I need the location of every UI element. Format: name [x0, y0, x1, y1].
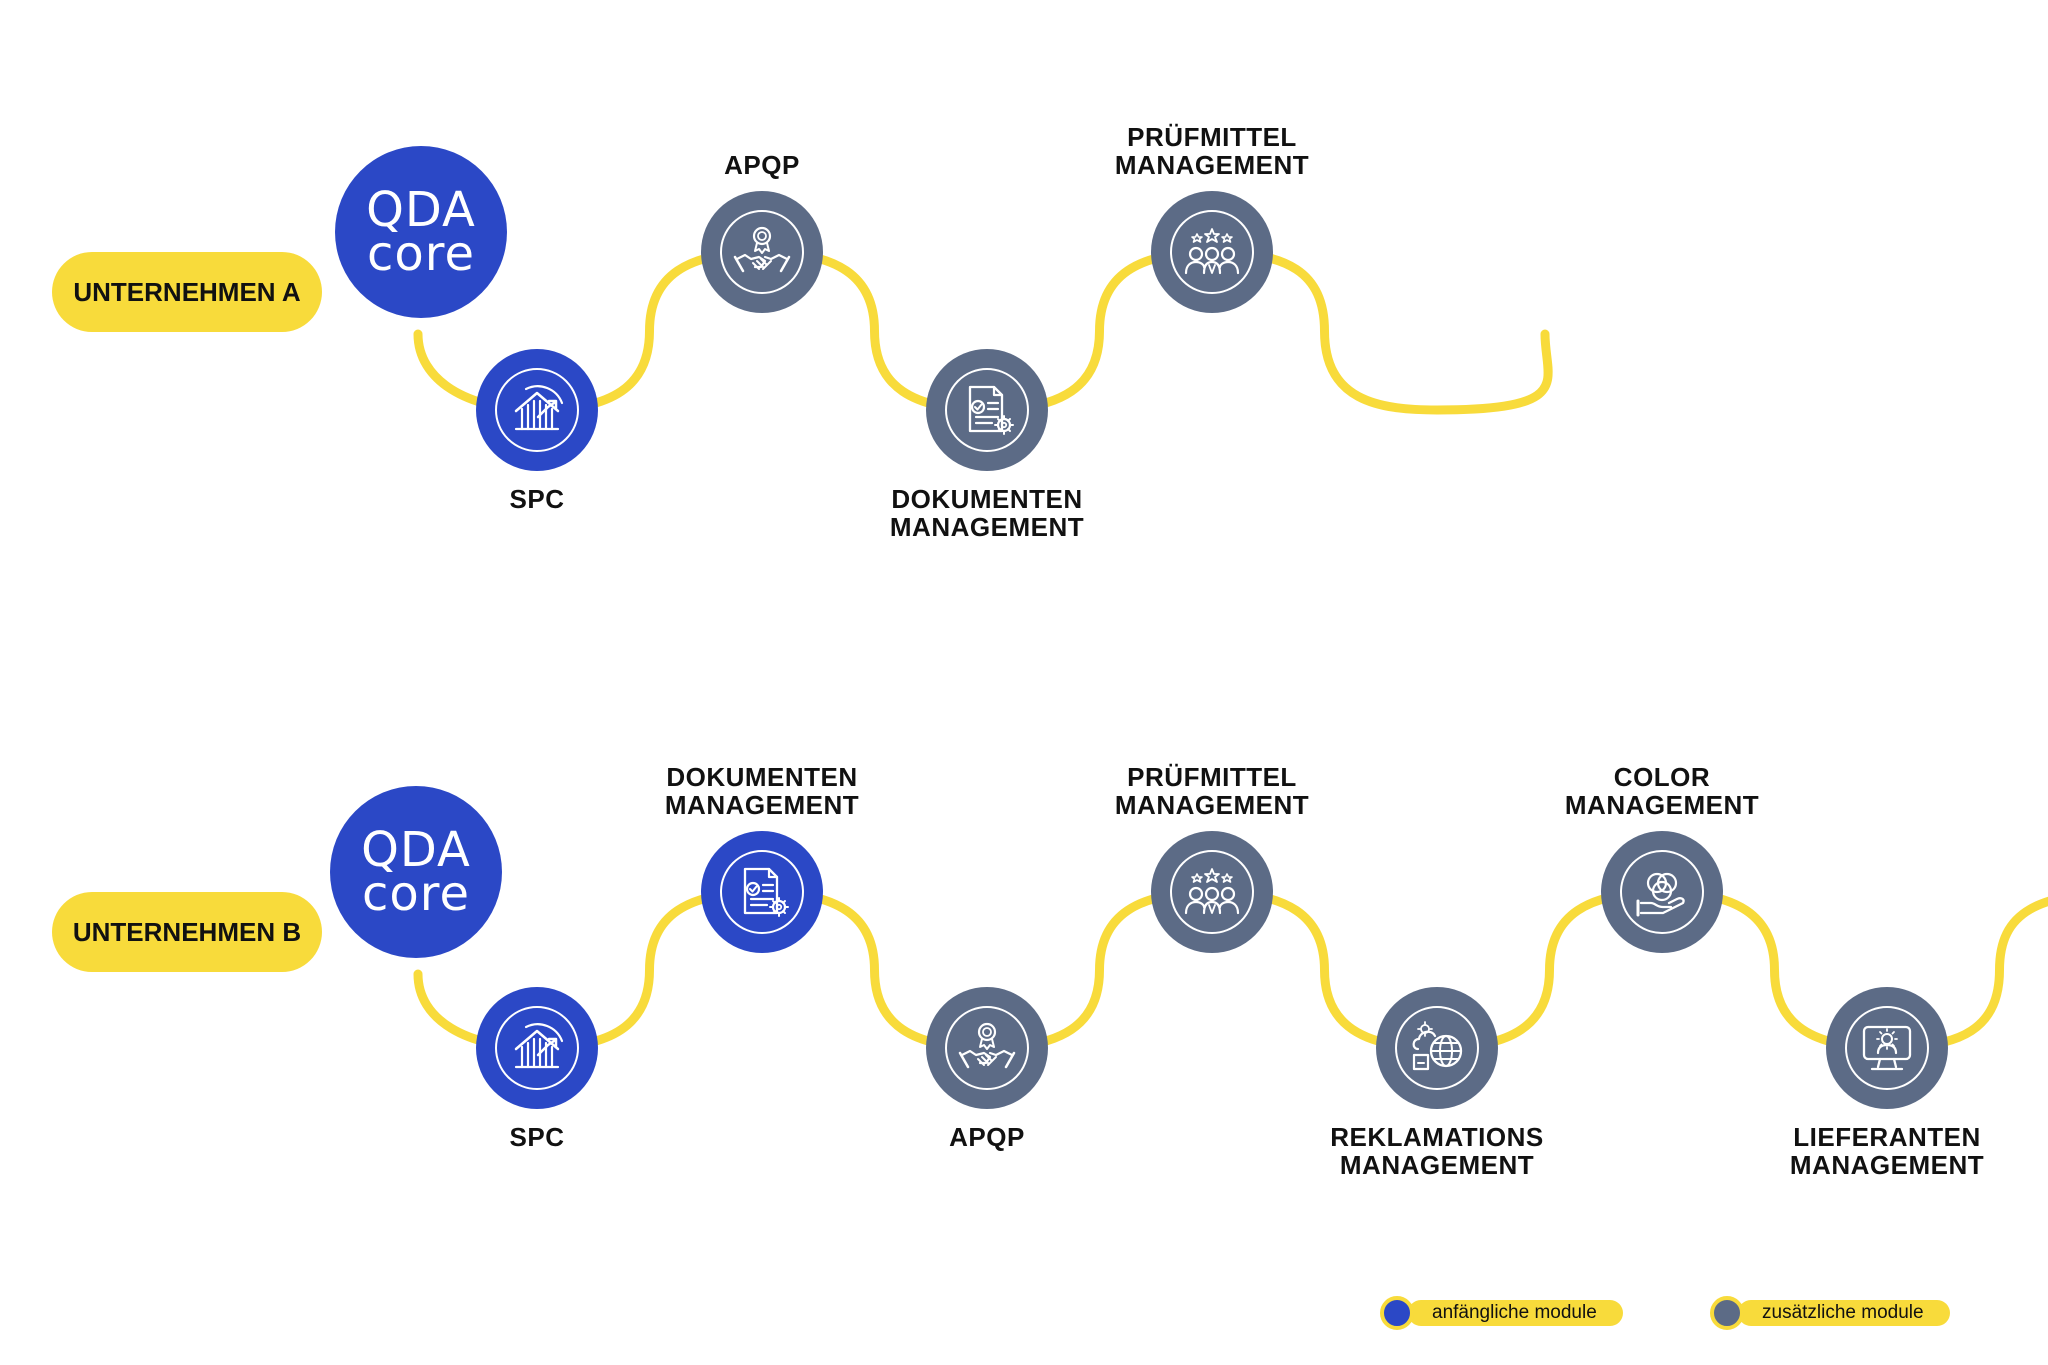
module-pruef — [1151, 831, 1273, 953]
wave-path-row-2 — [413, 887, 2048, 1053]
module-label-line: MANAGEMENT — [1114, 790, 1310, 820]
monitor-supplier-icon — [1845, 1006, 1929, 1090]
module-dok — [926, 349, 1048, 471]
module-dok — [701, 831, 823, 953]
module-lief — [1826, 987, 1948, 1109]
module-label-line: MANAGEMENT — [664, 790, 860, 820]
module-label-line: PRÜFMITTEL — [1127, 122, 1297, 152]
module-label-line: COLOR — [1613, 762, 1711, 792]
qda-core-line1: QDA — [366, 181, 476, 238]
company-badge: UNTERNEHMEN A — [52, 252, 322, 332]
module-label-line: SPC — [509, 1122, 565, 1152]
module-label-line: MANAGEMENT — [1789, 1150, 1985, 1180]
module-rekl — [1376, 987, 1498, 1109]
legend-dot — [1380, 1296, 1414, 1330]
document-icon — [720, 850, 804, 934]
qda-core-line2: core — [362, 866, 470, 922]
module-label-line: LIEFERANTEN — [1793, 1122, 1981, 1152]
team-icon — [1170, 210, 1254, 294]
team-icon — [1170, 850, 1254, 934]
module-label-line: DOKUMENTEN — [666, 762, 858, 792]
module-label-apqp: APQP — [827, 1123, 1147, 1151]
document-icon — [945, 368, 1029, 452]
module-apqp — [926, 987, 1048, 1109]
module-label-spc: SPC — [377, 1123, 697, 1151]
legend-item-initial: anfängliche module — [1380, 1293, 1623, 1333]
module-label-line: MANAGEMENT — [889, 512, 1085, 542]
module-spc — [476, 987, 598, 1109]
module-label-line: REKLAMATIONS — [1330, 1122, 1544, 1152]
module-label-apqp: APQP — [602, 151, 922, 179]
globe-cloud-icon — [1395, 1006, 1479, 1090]
module-label-line: APQP — [949, 1122, 1025, 1152]
qda-core-line1: QDA — [361, 821, 471, 878]
qda-core-line2: core — [367, 226, 475, 282]
handshake-icon — [945, 1006, 1029, 1090]
module-spc — [476, 349, 598, 471]
handshake-icon — [720, 210, 804, 294]
company-badge: UNTERNEHMEN B — [52, 892, 322, 972]
chart-icon — [495, 1006, 579, 1090]
legend-label: anfängliche module — [1408, 1300, 1623, 1326]
module-pruef — [1151, 191, 1273, 313]
module-label-line: DOKUMENTEN — [891, 484, 1083, 514]
color-circles-icon — [1620, 850, 1704, 934]
module-label-spc: SPC — [377, 485, 697, 513]
module-label-line: MANAGEMENT — [1564, 790, 1760, 820]
legend-label: zusätzliche module — [1738, 1300, 1950, 1326]
legend-dot — [1710, 1296, 1744, 1330]
module-label-line: MANAGEMENT — [1114, 150, 1310, 180]
module-label-line: PRÜFMITTEL — [1127, 762, 1297, 792]
module-label-line: APQP — [724, 150, 800, 180]
module-apqp — [701, 191, 823, 313]
legend-item-additional: zusätzliche module — [1710, 1293, 1950, 1333]
module-color — [1601, 831, 1723, 953]
module-label-line: SPC — [509, 484, 565, 514]
module-label-line: MANAGEMENT — [1339, 1150, 1535, 1180]
chart-icon — [495, 368, 579, 452]
